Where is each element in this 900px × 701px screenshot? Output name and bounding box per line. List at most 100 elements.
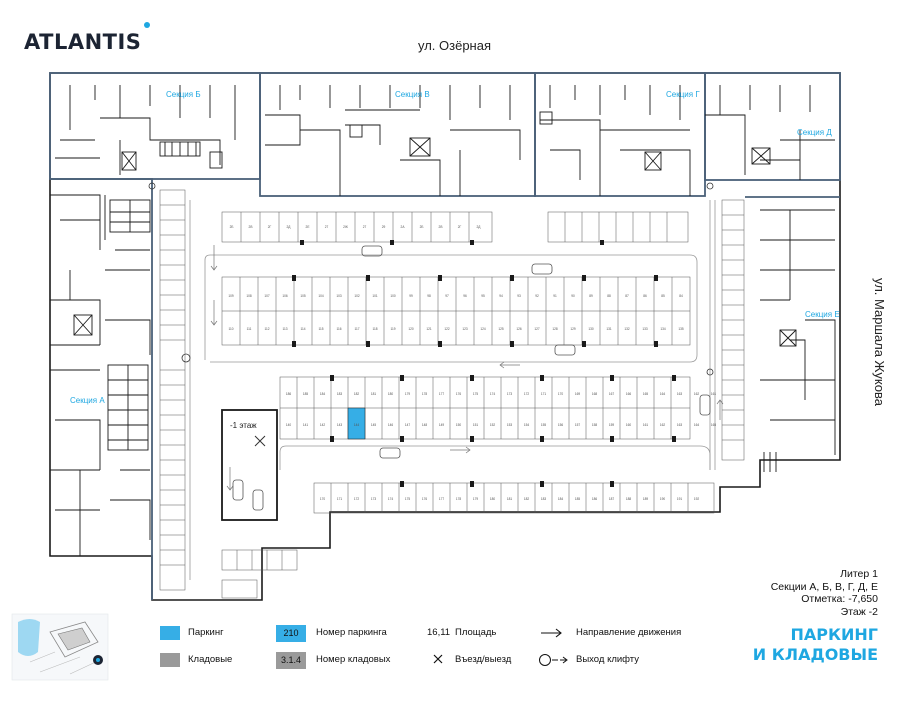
parking-spot-number: 162 (660, 423, 666, 427)
car-icons (232, 245, 711, 511)
section-v-rooms (265, 85, 521, 196)
section-g-rooms (539, 85, 691, 196)
parking-spot-number: 174 (490, 392, 496, 396)
parking-spot-number: 181 (507, 497, 513, 501)
parking-spot-number: 90 (571, 294, 575, 298)
parking-spot-number: 97 (445, 294, 449, 298)
parking-spot-number: 153 (507, 423, 513, 427)
legend-parking-number-label: Номер паркинга (316, 627, 387, 638)
parking-spot-number: 122 (444, 327, 450, 331)
parking-spot-number: 121 (426, 327, 432, 331)
parking-spot-number: 108 (246, 294, 252, 298)
parking-spot-number: 175 (405, 497, 411, 501)
parking-spot-number: 171 (541, 392, 547, 396)
parking-spot-number: 165 (643, 392, 649, 396)
parking-spot-number: 156 (558, 423, 564, 427)
site-minimap (11, 613, 109, 681)
parking-spot-number: 93 (517, 294, 521, 298)
parking-spot-number: 85 (661, 294, 665, 298)
parking-spot-number: 27 (325, 225, 329, 229)
parking-spot-number: 146 (388, 423, 394, 427)
section-b-rooms (55, 85, 236, 175)
parking-spot-number: 94 (499, 294, 503, 298)
parking-spot-number: 178 (422, 392, 428, 396)
parking-spot-number: 102 (354, 294, 360, 298)
parking-spot-number: 118 (372, 327, 377, 331)
legend-storage-swatch (160, 653, 180, 667)
section-v-label: Секция В (395, 90, 430, 99)
parking-spot-number: 177 (439, 392, 445, 396)
parking-spot-number: 186 (286, 392, 292, 396)
parking-spot-number: 123 (462, 327, 468, 331)
parking-spot-number: 179 (405, 392, 411, 396)
parking-spot-number: 99 (409, 294, 413, 298)
atlantis-logo: ATLANTIS (24, 30, 142, 54)
parking-spot-number: 178 (456, 497, 462, 501)
parking-spot-number: 140 (286, 423, 292, 427)
parking-spot-number: 185 (575, 497, 581, 501)
direction-arrows (210, 245, 724, 491)
legend-area-label: Площадь (455, 627, 497, 638)
parking-spot-number: 162 (694, 392, 700, 396)
parking-spot-number: 100 (390, 294, 396, 298)
info-floor: Этаж -2 (840, 605, 878, 618)
parking-spot-number: 144 (354, 423, 360, 427)
legend-parking-label: Паркинг (188, 627, 224, 638)
section-d-label: Секция Д (797, 128, 832, 137)
parking-spot-number: 179 (473, 497, 479, 501)
logo-dot (144, 22, 150, 28)
legend-storage-number-example: 3.1.4 (276, 652, 306, 669)
parking-spot-number: 130 (588, 327, 594, 331)
parking-spot-number: 104 (318, 294, 324, 298)
parking-spot-number: 161 (711, 392, 717, 396)
parking-spot-number: 145 (371, 423, 377, 427)
info-liter: Литер 1 (840, 568, 878, 580)
parking-spot-number: 142 (320, 423, 326, 427)
parking-spot-number: 133 (642, 327, 648, 331)
parking-spot-number: 181 (371, 392, 377, 396)
parking-spot-number: 88 (607, 294, 611, 298)
parking-spot-number: 126 (516, 327, 522, 331)
pillars (292, 240, 676, 487)
parking-spot-number: 27 (363, 225, 367, 229)
parking-spot-number: 2Б (230, 225, 234, 229)
spot-block-middle-upper (221, 276, 691, 346)
parking-spot-number: 114 (300, 327, 305, 331)
parking-spot-number: 2Г (268, 225, 272, 229)
parking-spot-number: 176 (422, 497, 428, 501)
parking-spot-number: 86 (643, 294, 647, 298)
parking-spot-number: 110 (228, 327, 233, 331)
parking-spot-number: 96 (463, 294, 467, 298)
parking-spot-number: 186 (592, 497, 598, 501)
parking-spot-number: 164 (660, 392, 666, 396)
parking-spot-number: 172 (354, 497, 360, 501)
parking-spot-number: 185 (303, 392, 309, 396)
section-e-label: Секция Е (805, 310, 840, 319)
parking-spot-number: 192 (694, 497, 700, 501)
parking-spot-number: 191 (677, 497, 683, 501)
parking-spot-number: 163 (677, 392, 683, 396)
parking-spot-number: 132 (624, 327, 630, 331)
parking-spot-number: 157 (575, 423, 581, 427)
building-outline (49, 72, 841, 601)
parking-spot-number: 182 (354, 392, 360, 396)
legend-area-example: 16,11 (427, 627, 451, 638)
entry-exit-marker (254, 435, 266, 447)
parking-spot-number: 105 (300, 294, 306, 298)
parking-spot-number: 173 (507, 392, 513, 396)
street-zhukova-label: ул. Маршала Жукова (872, 278, 887, 406)
parking-spot-number: 158 (592, 423, 598, 427)
spot-column-left (159, 189, 186, 591)
parking-spot-number: 2Е (306, 225, 310, 229)
parking-spot-number: 98 (427, 294, 431, 298)
parking-spot-number: 143 (337, 423, 343, 427)
parking-spot-number: 183 (541, 497, 547, 501)
ramp-floor-label: -1 этаж (230, 421, 257, 430)
legend-storage-number-label: Номер кладовых (316, 654, 391, 665)
parking-spot-number: 84 (679, 294, 683, 298)
parking-spot-number: 160 (626, 423, 632, 427)
spot-column-right (721, 199, 745, 461)
parking-spot-number: 164 (694, 423, 700, 427)
parking-spot-number: 155 (541, 423, 547, 427)
